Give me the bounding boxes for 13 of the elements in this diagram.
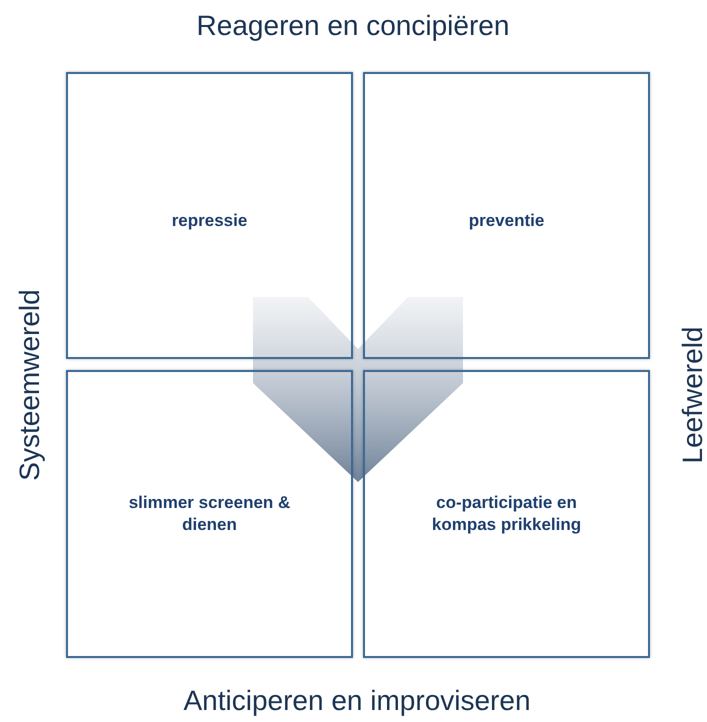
axis-label: Reageren en concipiëren — [196, 10, 510, 42]
quadrant-label: repressie — [170, 210, 248, 232]
axis-label: Leefwereld — [677, 326, 707, 464]
chevron-arrow — [253, 297, 463, 482]
quadrant-label: slimmer screenen & dienen — [128, 492, 292, 536]
quadrant-box — [363, 370, 650, 658]
quadrant-box — [66, 72, 353, 359]
quadrant-box — [66, 370, 353, 658]
quadrant-label: co-participatie en kompas prikkeling — [430, 492, 582, 536]
quadrant-label: preventie — [468, 210, 546, 232]
axis-label: Anticiperen en improviseren — [183, 685, 531, 717]
axis-label: Systeemwereld — [14, 289, 46, 481]
quadrant-box — [363, 72, 650, 359]
